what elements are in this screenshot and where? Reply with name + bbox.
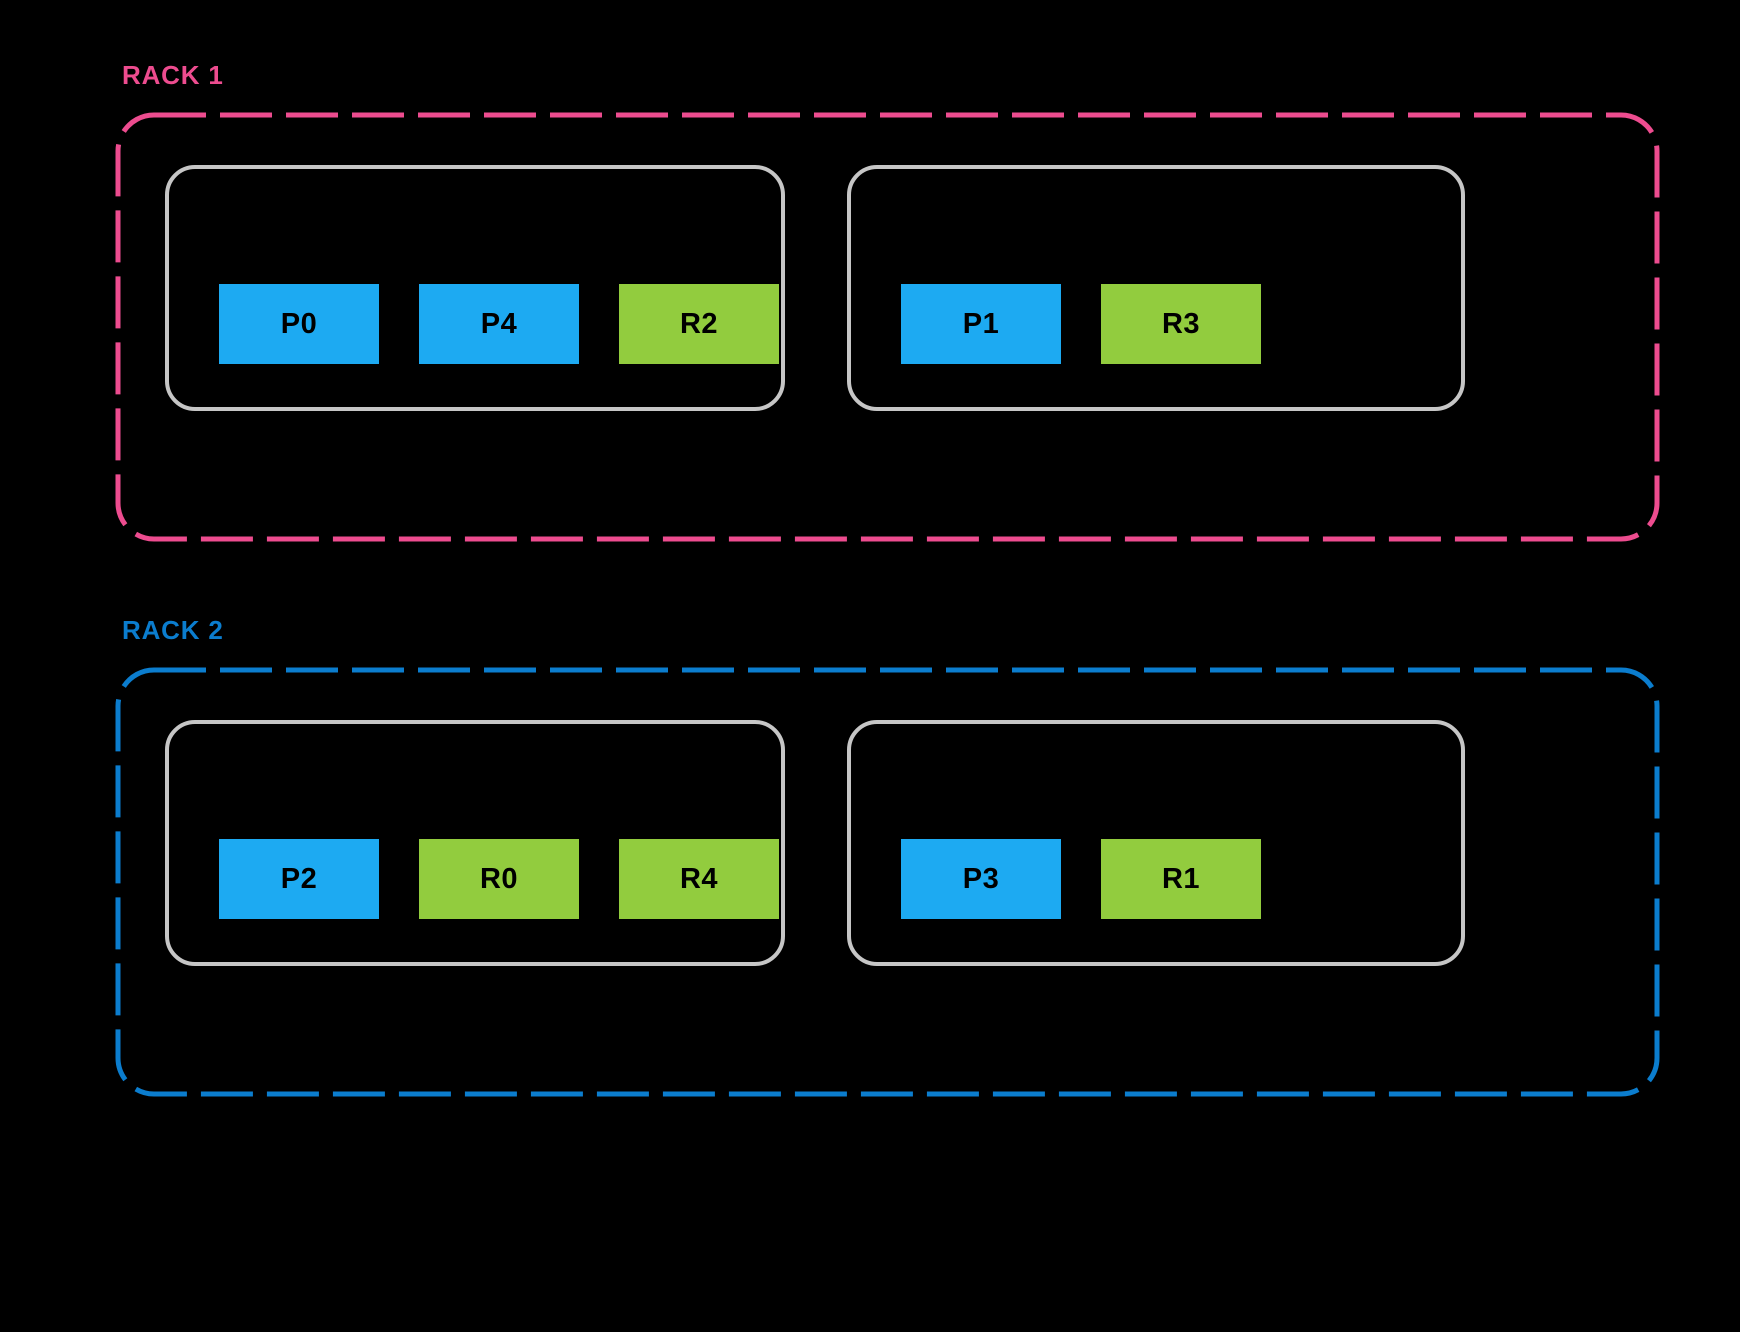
block-label: P3	[962, 862, 1000, 895]
block-p3[interactable]: P3	[901, 839, 1061, 919]
block-strip-2-2: P3 R1	[851, 839, 1261, 919]
rack-boundary-2: P2 R0 R4 P3	[115, 667, 1660, 1097]
block-r0[interactable]: R0	[419, 839, 579, 919]
node-group-1-1: P0 P4 R2	[165, 165, 785, 411]
rack-boundary-1: P0 P4 R2 P1	[115, 112, 1660, 542]
node-group-row-2: P2 R0 R4 P3	[115, 667, 1660, 1097]
node-group-row-1: P0 P4 R2 P1	[115, 112, 1660, 542]
block-label: P4	[480, 307, 518, 340]
block-strip-1-2: P1 R3	[851, 284, 1261, 364]
node-group-1-2: P1 R3	[847, 165, 1465, 411]
block-strip-2-1: P2 R0 R4	[169, 839, 779, 919]
block-r1[interactable]: R1	[1101, 839, 1261, 919]
block-p2[interactable]: P2	[219, 839, 379, 919]
block-label: R0	[479, 862, 519, 895]
block-label: P2	[280, 862, 318, 895]
block-r2[interactable]: R2	[619, 284, 779, 364]
block-strip-1-1: P0 P4 R2	[169, 284, 779, 364]
block-label: R2	[679, 307, 719, 340]
rack-group-1: RACK 1 P0 P4 R2	[115, 62, 1660, 542]
block-label: R4	[679, 862, 719, 895]
node-group-2-2: P3 R1	[847, 720, 1465, 966]
rack-group-2: RACK 2 P2 R0 R4	[115, 617, 1660, 1097]
block-p1[interactable]: P1	[901, 284, 1061, 364]
rack-label-1: RACK 1	[122, 60, 224, 90]
block-p4[interactable]: P4	[419, 284, 579, 364]
block-label: R3	[1161, 307, 1201, 340]
block-label: P1	[962, 307, 1000, 340]
block-p0[interactable]: P0	[219, 284, 379, 364]
rack-label-2: RACK 2	[122, 615, 224, 645]
node-group-2-1: P2 R0 R4	[165, 720, 785, 966]
block-r3[interactable]: R3	[1101, 284, 1261, 364]
block-label: P0	[280, 307, 318, 340]
block-label: R1	[1161, 862, 1201, 895]
block-r4[interactable]: R4	[619, 839, 779, 919]
